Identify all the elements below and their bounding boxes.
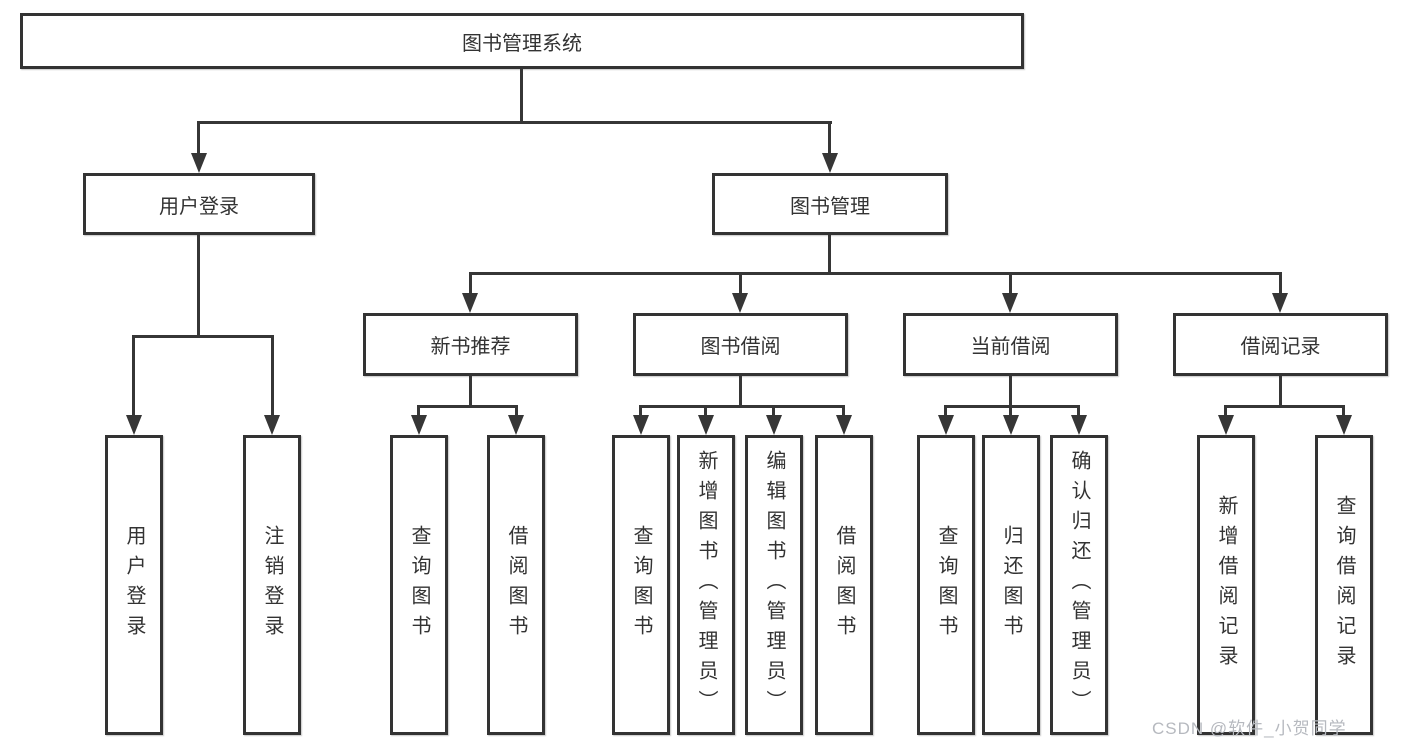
- leaf-query-borrow-record-label: 查询借阅记录: [1333, 495, 1355, 675]
- leaf-query-book-1: 查询图书: [390, 435, 448, 735]
- connector-drop: [197, 121, 200, 157]
- arrow-down-icon: [508, 415, 524, 435]
- leaf-add-borrow-record-label: 新增借阅记录: [1215, 495, 1237, 675]
- arrow-down-icon: [732, 293, 748, 313]
- leaf-query-book-1-label: 查询图书: [408, 525, 430, 645]
- leaf-logout-label: 注销登录: [261, 525, 283, 645]
- leaf-confirm-return-admin: 确认归还（管理员）: [1050, 435, 1108, 735]
- leaf-borrow-book-2-label: 借阅图书: [833, 525, 855, 645]
- connector-drop: [944, 405, 947, 421]
- connector-current-stem: [1009, 376, 1012, 405]
- node-root-label: 图书管理系统: [462, 32, 582, 55]
- arrow-down-icon: [633, 415, 649, 435]
- leaf-return-book-label: 归还图书: [1000, 525, 1022, 645]
- leaf-query-book-3: 查询图书: [917, 435, 975, 735]
- arrow-down-icon: [836, 415, 852, 435]
- leaf-edit-book-admin-label: 编辑图书（管理员）: [763, 450, 785, 720]
- connector-drop: [1279, 272, 1282, 297]
- leaf-confirm-return-admin-label: 确认归还（管理员）: [1068, 450, 1090, 720]
- connector-drop: [515, 405, 518, 421]
- arrow-down-icon: [1272, 293, 1288, 313]
- leaf-add-book-admin-label: 新增图书（管理员）: [695, 450, 717, 720]
- connector-userlogin-stem: [197, 235, 200, 335]
- node-borrow-records: 借阅记录: [1173, 313, 1388, 376]
- connector-drop: [842, 405, 845, 421]
- node-current-borrow: 当前借阅: [903, 313, 1118, 376]
- connector-current-split: [945, 405, 1080, 408]
- arrow-down-icon: [1002, 293, 1018, 313]
- node-user-login-label: 用户登录: [159, 195, 239, 218]
- leaf-user-login-label: 用户登录: [123, 525, 145, 645]
- node-root: 图书管理系统: [20, 13, 1024, 69]
- arrow-down-icon: [462, 293, 478, 313]
- arrow-down-icon: [766, 415, 782, 435]
- arrow-down-icon: [938, 415, 954, 435]
- leaf-edit-book-admin: 编辑图书（管理员）: [745, 435, 803, 735]
- arrow-down-icon: [126, 415, 142, 435]
- leaf-borrow-book-1-label: 借阅图书: [505, 525, 527, 645]
- leaf-query-book-2-label: 查询图书: [630, 525, 652, 645]
- connector-drop: [704, 405, 707, 421]
- connector-drop: [1077, 405, 1080, 421]
- leaf-borrow-book-1: 借阅图书: [487, 435, 545, 735]
- connector-drop: [417, 405, 420, 421]
- connector-records-stem: [1279, 376, 1282, 405]
- connector-drop: [1009, 272, 1012, 297]
- node-new-book-recommend: 新书推荐: [363, 313, 578, 376]
- leaf-logout: 注销登录: [243, 435, 301, 735]
- connector-drop: [132, 335, 135, 421]
- node-new-book-recommend-label: 新书推荐: [430, 336, 511, 358]
- connector-newbook-split: [418, 405, 518, 408]
- connector-drop: [469, 272, 472, 297]
- connector-borrow-stem: [739, 376, 742, 405]
- node-book-borrow-label: 图书借阅: [700, 336, 781, 358]
- connector-drop: [271, 335, 274, 421]
- connector-root-stem: [520, 69, 523, 121]
- arrow-down-icon: [1336, 415, 1352, 435]
- connector-bookmgmt-split: [469, 272, 1281, 275]
- arrow-down-icon: [411, 415, 427, 435]
- arrow-down-icon: [822, 153, 838, 173]
- leaf-query-book-2: 查询图书: [612, 435, 670, 735]
- connector-root-split: [197, 121, 832, 124]
- connector-borrow-split: [640, 405, 845, 408]
- connector-newbook-stem: [469, 376, 472, 405]
- connector-bookmgmt-stem: [828, 235, 831, 272]
- leaf-borrow-book-2: 借阅图书: [815, 435, 873, 735]
- arrow-down-icon: [191, 153, 207, 173]
- connector-drop: [1342, 405, 1345, 421]
- connector-drop: [739, 272, 742, 297]
- connector-drop: [828, 121, 831, 157]
- leaf-add-book-admin: 新增图书（管理员）: [677, 435, 735, 735]
- arrow-down-icon: [264, 415, 280, 435]
- connector-userlogin-split: [133, 335, 274, 338]
- arrow-down-icon: [1003, 415, 1019, 435]
- connector-records-split: [1224, 405, 1345, 408]
- node-user-login: 用户登录: [83, 173, 315, 235]
- connector-drop: [772, 405, 775, 421]
- leaf-user-login: 用户登录: [105, 435, 163, 735]
- node-current-borrow-label: 当前借阅: [970, 336, 1051, 358]
- connector-drop: [1224, 405, 1227, 421]
- leaf-query-borrow-record: 查询借阅记录: [1315, 435, 1373, 735]
- leaf-return-book: 归还图书: [982, 435, 1040, 735]
- leaf-add-borrow-record: 新增借阅记录: [1197, 435, 1255, 735]
- arrow-down-icon: [698, 415, 714, 435]
- arrow-down-icon: [1071, 415, 1087, 435]
- connector-drop: [1009, 405, 1012, 421]
- node-book-management: 图书管理: [712, 173, 948, 235]
- node-book-borrow: 图书借阅: [633, 313, 848, 376]
- leaf-query-book-3-label: 查询图书: [935, 525, 957, 645]
- connector-drop: [639, 405, 642, 421]
- arrow-down-icon: [1218, 415, 1234, 435]
- node-book-management-label: 图书管理: [790, 195, 870, 218]
- node-borrow-records-label: 借阅记录: [1240, 336, 1321, 358]
- csdn-watermark: CSDN @软件_小贺同学: [1152, 719, 1347, 738]
